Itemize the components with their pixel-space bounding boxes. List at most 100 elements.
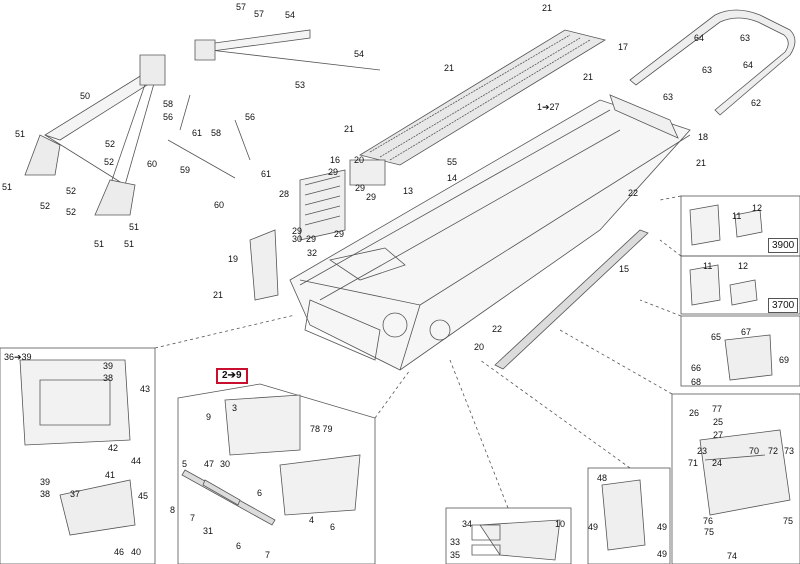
callout-56a[interactable]: 56 (163, 112, 174, 122)
callout-39a[interactable]: 39 (103, 361, 114, 371)
callout-51b[interactable]: 51 (2, 182, 13, 192)
callout-52c[interactable]: 52 (66, 186, 77, 196)
callout-11b[interactable]: 11 (703, 261, 713, 271)
callout-36-39[interactable]: 36➔39 (4, 352, 32, 362)
callout-11a[interactable]: 11 (732, 211, 742, 221)
callout-47[interactable]: 47 (204, 459, 215, 469)
callout-58b[interactable]: 58 (211, 128, 222, 138)
callout-52b[interactable]: 52 (104, 157, 115, 167)
callout-63a[interactable]: 63 (740, 33, 751, 43)
callout-15[interactable]: 15 (619, 264, 630, 274)
callout-52a[interactable]: 52 (105, 139, 116, 149)
callout-42[interactable]: 42 (108, 443, 119, 453)
callout-29d[interactable]: 29 (292, 226, 303, 236)
callout-21f[interactable]: 21 (213, 290, 224, 300)
callout-7a[interactable]: 7 (190, 513, 196, 523)
callout-33[interactable]: 33 (450, 537, 461, 547)
callout-77[interactable]: 77 (712, 404, 723, 414)
callout-27[interactable]: 27 (713, 430, 724, 440)
callout-23[interactable]: 23 (697, 446, 708, 456)
callout-51a[interactable]: 51 (15, 129, 26, 139)
callout-3[interactable]: 3 (232, 403, 238, 413)
callout-50[interactable]: 50 (80, 91, 91, 101)
callout-51e[interactable]: 51 (124, 239, 135, 249)
callout-26[interactable]: 26 (689, 408, 700, 418)
callout-6a[interactable]: 6 (257, 488, 263, 498)
callout-52d[interactable]: 52 (40, 201, 51, 211)
callout-35[interactable]: 35 (450, 550, 461, 560)
callout-49b[interactable]: 49 (657, 522, 668, 532)
callout-53[interactable]: 53 (295, 80, 306, 90)
callout-73[interactable]: 73 (784, 446, 795, 456)
callout-63c[interactable]: 63 (663, 92, 674, 102)
callout-59[interactable]: 59 (180, 165, 191, 175)
callout-72[interactable]: 72 (768, 446, 779, 456)
callout-49c[interactable]: 49 (657, 549, 668, 559)
callout-55[interactable]: 55 (447, 157, 458, 167)
callout-29f[interactable]: 29 (334, 229, 345, 239)
callout-43[interactable]: 43 (140, 384, 151, 394)
callout-4[interactable]: 4 (309, 515, 315, 525)
callout-41[interactable]: 41 (105, 470, 116, 480)
callout-48[interactable]: 48 (597, 473, 608, 483)
callout-29b[interactable]: 29 (355, 183, 366, 193)
callout-57b[interactable]: 57 (254, 9, 265, 19)
callout-58a[interactable]: 58 (163, 99, 174, 109)
callout-51c[interactable]: 51 (129, 222, 140, 232)
callout-31[interactable]: 31 (203, 526, 214, 536)
callout-51d[interactable]: 51 (94, 239, 105, 249)
callout-22a[interactable]: 22 (628, 188, 639, 198)
callout-22b[interactable]: 22 (492, 324, 503, 334)
callout-17[interactable]: 17 (618, 42, 629, 52)
callout-78-79[interactable]: 78 79 (310, 424, 333, 434)
callout-76[interactable]: 76 (703, 516, 714, 526)
callout-34[interactable]: 34 (462, 519, 473, 529)
callout-75a[interactable]: 75 (704, 527, 715, 537)
callout-10[interactable]: 10 (555, 519, 566, 529)
callout-29e[interactable]: 29 (306, 234, 317, 244)
callout-64b[interactable]: 64 (743, 60, 754, 70)
callout-66[interactable]: 66 (691, 363, 702, 373)
callout-19[interactable]: 19 (228, 254, 239, 264)
callout-29a[interactable]: 29 (328, 167, 339, 177)
callout-6b[interactable]: 6 (236, 541, 242, 551)
callout-12b[interactable]: 12 (738, 261, 749, 271)
callout-57a[interactable]: 57 (236, 2, 247, 12)
callout-18[interactable]: 18 (698, 132, 709, 142)
callout-62[interactable]: 62 (751, 98, 762, 108)
callout-44[interactable]: 44 (131, 456, 142, 466)
callout-39b[interactable]: 39 (40, 477, 51, 487)
callout-63b[interactable]: 63 (702, 65, 713, 75)
callout-5[interactable]: 5 (182, 459, 188, 469)
callout-8[interactable]: 8 (170, 505, 176, 515)
callout-7b[interactable]: 7 (265, 550, 271, 560)
callout-49a[interactable]: 49 (588, 522, 599, 532)
callout-65[interactable]: 65 (711, 332, 722, 342)
callout-56b[interactable]: 56 (245, 112, 256, 122)
callout-30b[interactable]: 30 (220, 459, 231, 469)
callout-21e[interactable]: 21 (696, 158, 707, 168)
callout-21a[interactable]: 21 (542, 3, 553, 13)
callout-67[interactable]: 67 (741, 327, 752, 337)
callout-14[interactable]: 14 (447, 173, 458, 183)
callout-60a[interactable]: 60 (147, 159, 158, 169)
callout-12a[interactable]: 12 (752, 203, 763, 213)
callout-45[interactable]: 45 (138, 491, 149, 501)
callout-1-27[interactable]: 1➔27 (537, 102, 560, 112)
callout-21d[interactable]: 21 (344, 124, 355, 134)
callout-61a[interactable]: 61 (192, 128, 203, 138)
callout-46[interactable]: 46 (114, 547, 125, 557)
callout-30[interactable]: 30 (292, 234, 303, 244)
callout-20a[interactable]: 20 (354, 155, 365, 165)
callout-60b[interactable]: 60 (214, 200, 225, 210)
callout-68[interactable]: 68 (691, 377, 702, 387)
callout-70[interactable]: 70 (749, 446, 760, 456)
callout-64a[interactable]: 64 (694, 33, 705, 43)
callout-28[interactable]: 28 (279, 189, 290, 199)
callout-24[interactable]: 24 (712, 458, 723, 468)
callout-38b[interactable]: 38 (40, 489, 51, 499)
callout-61b[interactable]: 61 (261, 169, 272, 179)
callout-75b[interactable]: 75 (783, 516, 794, 526)
callout-38a[interactable]: 38 (103, 373, 114, 383)
callout-29c[interactable]: 29 (366, 192, 377, 202)
